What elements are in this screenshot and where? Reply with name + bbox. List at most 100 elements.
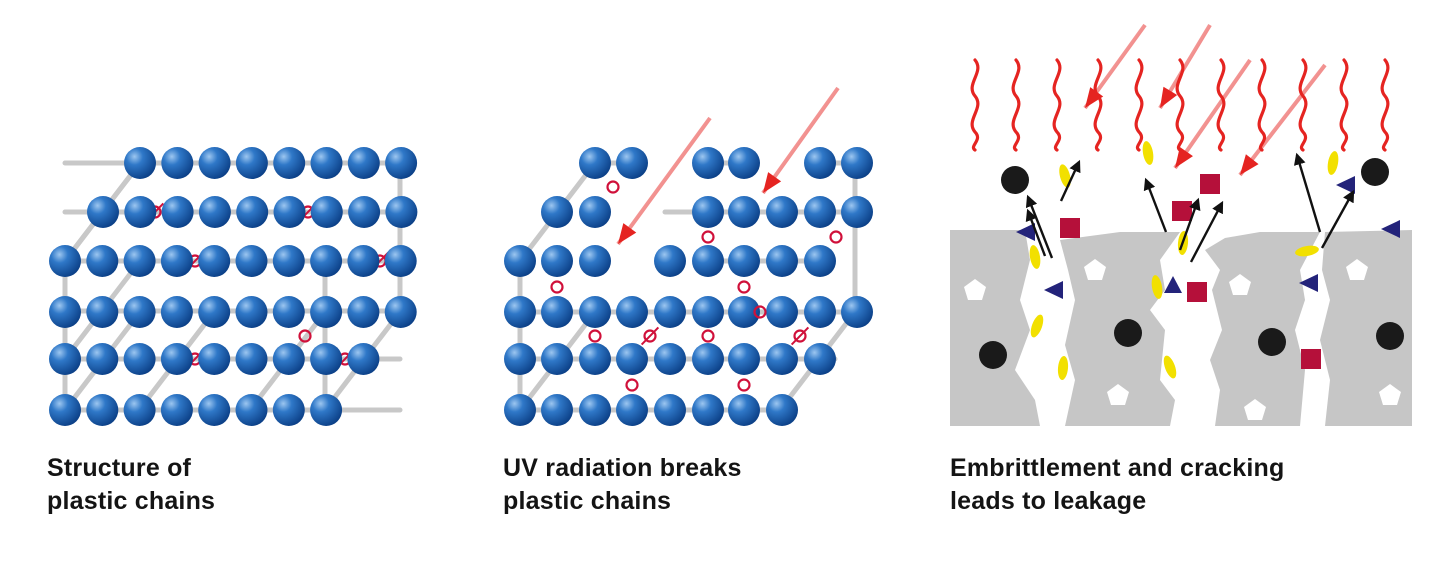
polymer-bead [123,394,156,426]
black-particle [979,341,1007,369]
lattice-intact [49,147,418,426]
polymer-bead [504,296,536,328]
polymer-bead [235,394,268,426]
polymer-bead [579,296,611,328]
polymer-bead [49,343,81,375]
uv-ray [1238,63,1327,177]
heat-wave [1298,58,1308,152]
polymer-bead [310,394,343,426]
broken-bond-marker [625,378,639,392]
escape-arrow [1320,189,1355,249]
polymer-bead [160,296,193,328]
polymer-bead [235,147,268,179]
caption-structure: Structure of plastic chains [47,452,215,518]
polymer-bead [160,245,193,277]
polymer-bead [272,245,305,277]
plastic-fragment [1320,230,1412,426]
polymer-bead [692,147,724,179]
polymer-bead [272,343,305,375]
broken-bond-marker [550,280,564,294]
polymer-bead [654,245,686,277]
escape-arrow [1025,194,1054,259]
void [1244,399,1266,420]
polymer-bead [804,196,836,228]
polymer-bead [728,147,760,179]
caption-uv-breaks-line-1: UV radiation breaks [503,454,742,482]
heat-wave [970,58,980,152]
void [1379,384,1401,405]
void [1229,274,1251,295]
navy-triangle-particle [1016,223,1035,241]
broken-bond-marker [701,329,715,343]
uv-ray-arrowhead [1160,86,1178,108]
polymer-bead [348,196,381,228]
polymer-bead [310,245,343,277]
broken-bond-stub [640,326,660,346]
panel-uv-breaks: UV radiation breaks plastic chains [503,86,873,518]
polymer-bead [841,296,873,328]
polymer-bead [310,296,343,328]
black-particle [1001,166,1029,194]
polymer-bead [86,296,119,328]
void [1084,259,1106,280]
broken-bond-marker [737,378,751,392]
yellow-droplet [1151,275,1163,299]
panel-structure: Structure of plastic chains [0,0,470,569]
polymer-bead [49,245,81,277]
uv-ray-arrowhead [1085,87,1104,108]
polymer-bead [579,394,611,426]
cracking-scene [950,23,1412,426]
polymer-bead [86,245,119,277]
polymer-bead [198,147,231,179]
polymer-bead [235,296,268,328]
polymer-bead [198,296,231,328]
polymer-bead [579,343,611,375]
polymer-bead [236,196,269,228]
escape-arrow [1178,197,1201,251]
yellow-droplet [1327,151,1339,175]
void [964,279,986,300]
polymer-bead [160,343,193,375]
polymer-bead [504,245,536,277]
polymer-bead [198,343,231,375]
navy-triangle-particle [1299,274,1318,292]
broken-bond-marker [643,329,657,343]
black-particle [1361,158,1389,186]
polymer-bead [728,296,760,328]
plastic-fragment [950,230,1040,426]
escape-arrow [1189,200,1224,263]
polymer-bead [804,147,836,179]
uv-ray [616,116,712,246]
broken-bond-marker [737,280,751,294]
polymer-bead [124,147,156,179]
polymer-bead [541,196,573,228]
navy-triangle-particle [1164,276,1182,293]
broken-bond-marker [829,230,843,244]
polymer-bead [384,296,417,328]
polymer-bead [384,245,417,277]
red-square-particle [1301,349,1321,369]
polymer-bead [123,296,156,328]
lattice-broken [504,86,873,426]
void [1346,259,1368,280]
navy-triangle-particle [1044,281,1063,299]
polymer-bead [579,196,611,228]
caption-uv-breaks: UV radiation breaks plastic chains [503,452,742,518]
polymer-bead [273,147,306,179]
polymer-bead [728,394,760,426]
red-square-particle [1060,218,1080,238]
broken-bond-marker [793,329,807,343]
black-particle [1376,322,1404,350]
heat-wave [1011,58,1021,152]
polymer-bead [541,245,573,277]
polymer-bead [692,343,724,375]
polymer-bead [86,394,119,426]
caption-structure-line-1: Structure of [47,454,192,482]
polymer-bead [123,245,156,277]
polymer-bead [347,147,380,179]
polymer-bead [541,296,573,328]
polymer-bead [273,196,306,228]
heat-wave [1134,58,1144,152]
uv-ray [761,86,840,195]
uv-ray-arrowhead [763,172,782,193]
